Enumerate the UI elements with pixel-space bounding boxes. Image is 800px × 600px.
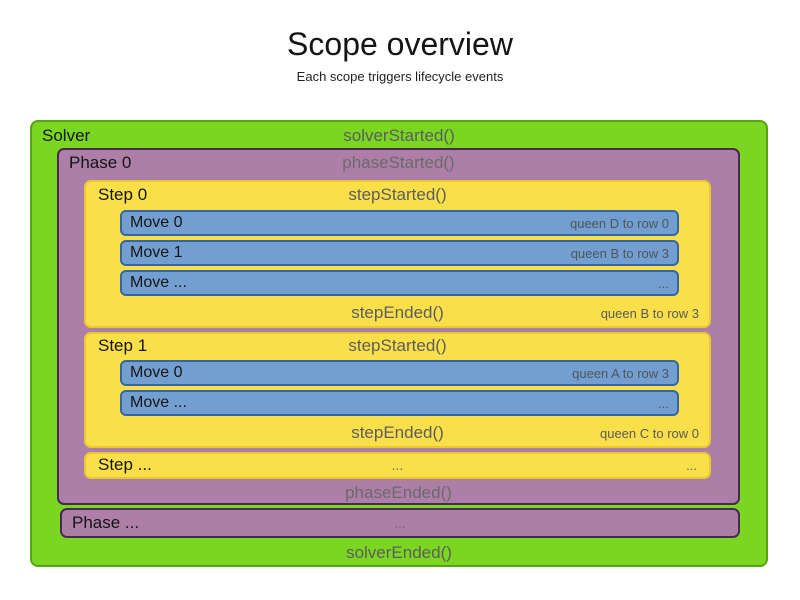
phase-started-event: phaseStarted() — [342, 153, 455, 172]
step0-scope-box: Step 0 stepStarted() Move 0 queen D to r… — [84, 180, 711, 328]
step0-started-event: stepStarted() — [348, 185, 447, 204]
move-note: ... — [658, 275, 669, 291]
step1-label: Step 1 — [98, 336, 148, 355]
move-box: Move ... ... — [120, 270, 679, 296]
move-label: Move ... — [130, 394, 187, 411]
move-note: queen B to row 3 — [570, 245, 669, 261]
step0-label: Step 0 — [98, 185, 148, 204]
move-box: Move 1 queen B to row 3 — [120, 240, 679, 266]
solver-started-event: solverStarted() — [343, 126, 455, 145]
move-note: ... — [658, 395, 669, 411]
step0-ended-note: queen B to row 3 — [600, 306, 699, 321]
solver-scope-box: Solver solverStarted() Phase 0 phaseStar… — [30, 120, 768, 567]
step-more-center-dots: ... — [391, 457, 404, 473]
phase0-label: Phase 0 — [69, 153, 132, 172]
solver-ended-event: solverEnded() — [346, 543, 452, 562]
phase-more-scope-box: Phase ... ... — [60, 508, 740, 538]
diagram-subtitle: Each scope triggers lifecycle events — [296, 69, 504, 84]
phase-ended-event: phaseEnded() — [345, 483, 452, 502]
move-label: Move ... — [130, 274, 187, 291]
move-box: Move 0 queen A to row 3 — [120, 360, 679, 386]
move-label: Move 0 — [130, 364, 183, 381]
step0-ended-event: stepEnded() — [351, 303, 444, 322]
step1-ended-event: stepEnded() — [351, 423, 444, 442]
step-more-label: Step ... — [98, 455, 152, 474]
move-box: Move 0 queen D to row 0 — [120, 210, 679, 236]
step-more-scope-box: Step ... ... ... — [84, 452, 711, 479]
move-label: Move 0 — [130, 214, 183, 231]
phase0-scope-box: Phase 0 phaseStarted() Step 0 stepStarte… — [57, 148, 740, 505]
move-note: queen D to row 0 — [569, 215, 669, 231]
step1-scope-box: Step 1 stepStarted() Move 0 queen A to r… — [84, 332, 711, 448]
step1-ended-note: queen C to row 0 — [599, 426, 699, 441]
phase-more-center-dots: ... — [394, 515, 406, 531]
step1-started-event: stepStarted() — [348, 336, 447, 355]
phase-more-label: Phase ... — [72, 513, 140, 532]
solver-label: Solver — [42, 126, 91, 145]
move-note: queen A to row 3 — [572, 365, 669, 381]
move-label: Move 1 — [130, 244, 183, 261]
move-box: Move ... ... — [120, 390, 679, 416]
diagram-title: Scope overview — [287, 26, 513, 62]
step-more-right-dots: ... — [686, 458, 697, 473]
